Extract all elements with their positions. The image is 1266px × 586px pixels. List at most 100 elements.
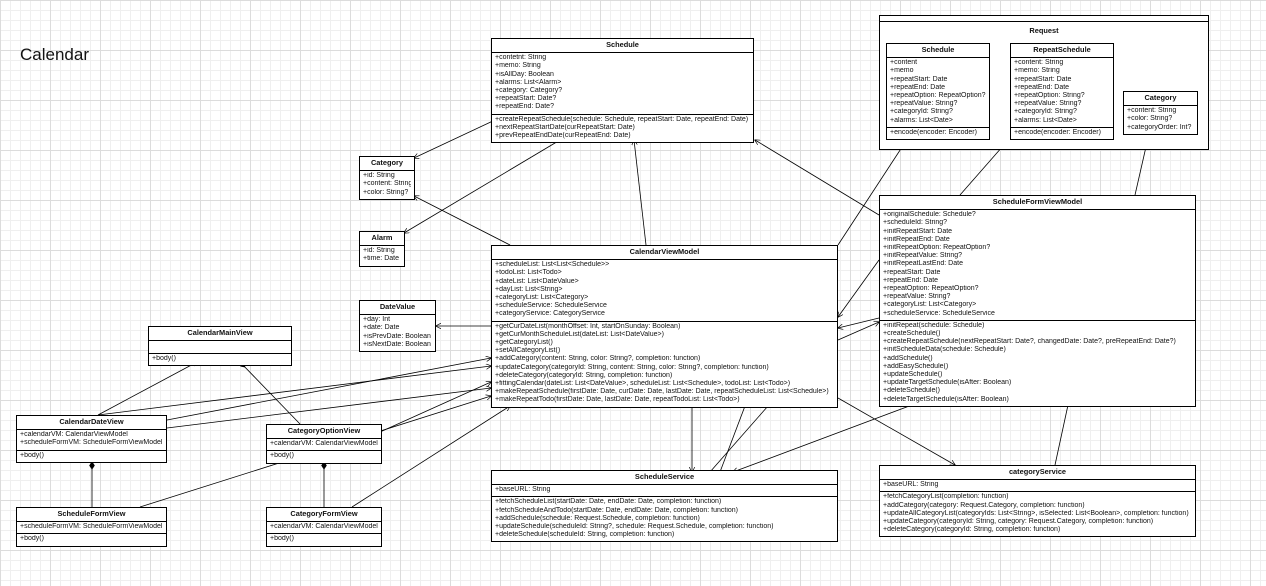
attribute-row: +scheduleId: String?	[883, 219, 948, 227]
operation-row: +initRepeat(schedule: Schedule)	[883, 321, 985, 329]
attribute-row: +date: Date	[363, 324, 400, 332]
operation-row: +addSchedule()	[883, 354, 933, 362]
attribute-row: +categoryList: List<Category>	[495, 294, 589, 302]
operation-row: +updateTargetSchedule(isAfter: Boolean)	[883, 379, 1012, 387]
class-calendardateview[interactable]: CalendarDateView+calendarVM: CalendarVie…	[16, 415, 167, 463]
attribute-section: +calendarVM: CalendarViewModel	[267, 439, 381, 452]
class-name: Category	[360, 157, 414, 172]
attribute-row: +repeatStart: Date	[883, 268, 941, 276]
operation-section: +fetchScheduleList(startDate: Date, endD…	[492, 497, 837, 541]
edge-sfvm-schedule	[755, 140, 880, 216]
attribute-section: +baseURL: String	[492, 485, 837, 498]
class-categoryoptionview[interactable]: CategoryOptionView+calendarVM: CalendarV…	[266, 424, 382, 464]
attribute-section: +content+memo+repeatStart: Date+repeatEn…	[887, 58, 989, 128]
attribute-section: +content: String+color: String?+category…	[1124, 106, 1197, 134]
attribute-row: +alarms: List<Date>	[890, 116, 953, 124]
operation-row: +deleteSchedule()	[883, 387, 941, 395]
operation-row: +encode(encoder: Encoder)	[890, 128, 977, 136]
attribute-section: +calendarVM: CalendarViewModel+scheduleF…	[17, 430, 166, 451]
class-scheduleformview[interactable]: ScheduleFormView+scheduleFormVM: Schedul…	[16, 507, 167, 547]
class-name: CalendarDateView	[17, 416, 166, 431]
class-categoryformview[interactable]: CategoryFormView+calendarVM: CalendarVie…	[266, 507, 382, 547]
attribute-row: +scheduleService: ScheduleService	[883, 309, 995, 317]
class-request-category[interactable]: Category+content: String+color: String?+…	[1123, 91, 1198, 135]
operation-section: +getCurDateList(monthOffset: Int, startO…	[492, 322, 837, 407]
class-scheduleservice[interactable]: ScheduleService+baseURL: String+fetchSch…	[491, 470, 838, 543]
attribute-row: +initRepeatValue: String?	[883, 252, 963, 260]
attribute-row: +categoryId: String?	[1014, 108, 1077, 116]
operation-row: +body()	[270, 452, 294, 460]
attribute-row: +initRepeatStart: Date	[883, 227, 953, 235]
operation-row: +deleteCategory(categoryId: String, comp…	[495, 371, 673, 379]
class-alarm[interactable]: Alarm+id: String+time: Date	[359, 231, 405, 267]
attribute-row: +alarms: List<Date>	[1014, 116, 1077, 124]
attribute-row: +baseURL: String	[883, 481, 939, 489]
attribute-row: +category: Category?	[495, 87, 563, 95]
edge-datev-sfvm	[97, 366, 491, 416]
class-name: Schedule	[492, 39, 753, 54]
attribute-row: +calendarVM: CalendarViewModel	[270, 440, 378, 448]
attribute-row: +calendarVM: CalendarViewModel	[20, 431, 128, 439]
operation-section: +initRepeat(schedule: Schedule)+createSc…	[880, 321, 1195, 406]
class-calendarviewmodel[interactable]: CalendarViewModel+scheduleList: List<Lis…	[491, 245, 838, 408]
operation-section: +fetchCategoryList(completion: function)…	[880, 492, 1195, 536]
attribute-row: +categoryList: List<Category>	[883, 301, 977, 309]
operation-row: +fittingCalendar(dateList: List<DateValu…	[495, 380, 791, 388]
attribute-section: +id: String+time: Date	[360, 246, 404, 265]
attribute-section: +originalSchedule: Schedule?+scheduleId:…	[880, 210, 1195, 321]
attribute-row: +repeatOption: RepeatOption?	[890, 92, 986, 100]
class-name: Alarm	[360, 232, 404, 247]
class-name: Schedule	[887, 44, 989, 59]
attribute-row: +isAllDay: Boolean	[495, 70, 554, 78]
class-request-schedule[interactable]: Schedule+content+memo+repeatStart: Date+…	[886, 43, 990, 141]
class-schedule[interactable]: Schedule+contetnt: String+memo: String+i…	[491, 38, 754, 144]
attribute-row: +initRepeatLastEnd: Date	[883, 260, 963, 268]
operation-section: +body()	[17, 451, 166, 462]
class-datevalue[interactable]: DateValue+day: Int+date: Date+isPrevDate…	[359, 300, 436, 353]
class-request-repeatschedule[interactable]: RepeatSchedule+content: String+memo: Str…	[1010, 43, 1114, 141]
class-category[interactable]: Category+id: String+content: String+colo…	[359, 156, 415, 200]
attribute-row: +contetnt: String	[495, 54, 547, 62]
attribute-row: +repeatStart: Date	[890, 75, 948, 83]
operation-row: +body()	[270, 535, 294, 543]
attribute-row: +memo	[890, 67, 914, 75]
operation-row: +deleteCategory(categoryId: String, comp…	[883, 526, 1061, 534]
operation-row: +getCurDateList(monthOffset: Int, startO…	[495, 322, 681, 330]
class-name: CategoryFormView	[267, 508, 381, 523]
attribute-row: +repeatValue: String?	[890, 100, 958, 108]
attribute-row: +scheduleList: List<List<Schedule>>	[495, 261, 610, 269]
operation-row: +initScheduleData(schedule: Schedule)	[883, 346, 1006, 354]
operation-row: +createSchedule()	[883, 330, 941, 338]
edge-main-dateview	[97, 361, 198, 416]
operation-section: +createRepeatSchedule(schedule: Schedule…	[492, 115, 753, 143]
operation-section: +body()	[267, 451, 381, 462]
edge-main-catopt	[239, 361, 301, 425]
class-scheduleformviewmodel[interactable]: ScheduleFormViewModel+originalSchedule: …	[879, 195, 1196, 407]
class-categoryservice[interactable]: categoryService+baseURL: String+fetchCat…	[879, 465, 1196, 538]
operation-row: +body()	[152, 355, 176, 363]
class-name: CalendarMainView	[149, 327, 291, 342]
attribute-row: +id: String	[363, 247, 395, 255]
attribute-row: +scheduleService: ScheduleService	[495, 302, 607, 310]
operation-row: +updateAllCategoryList(categoryIds: List…	[883, 509, 1189, 517]
operation-row: +getCurMonthScheduleList(dateList: List<…	[495, 330, 664, 338]
attribute-row: +content: String	[1014, 59, 1064, 67]
edge-ss-cvm-2	[719, 405, 746, 473]
operation-section: +encode(encoder: Encoder)	[1011, 128, 1113, 139]
edge-sfvm-cvm-1	[838, 259, 880, 317]
attribute-row: +scheduleFormVM: ScheduleFormViewModel	[20, 439, 163, 447]
attribute-row: +memo: String	[495, 62, 541, 70]
operation-row: +setAllCategoryList()	[495, 347, 561, 355]
class-calendarmainview[interactable]: CalendarMainView +body()	[148, 326, 292, 367]
operation-row: +deleteTargetSchedule(isAfter: Boolean)	[883, 395, 1009, 403]
operation-row: +addEasySchedule()	[883, 362, 949, 370]
operation-row: +updateSchedule()	[883, 371, 943, 379]
page-title: Calendar	[20, 45, 89, 64]
attribute-row: +categoryOrder: Int?	[1127, 123, 1192, 131]
attribute-section: +scheduleList: List<List<Schedule>>+todo…	[492, 260, 837, 322]
operation-section: +body()	[149, 354, 291, 365]
request-package-title: Request	[1029, 26, 1059, 35]
operation-row: +body()	[20, 535, 44, 543]
attribute-row: +initRepeatOption: RepeatOption?	[883, 244, 991, 252]
attribute-row: +calendarVM: CalendarViewModel	[270, 523, 378, 531]
